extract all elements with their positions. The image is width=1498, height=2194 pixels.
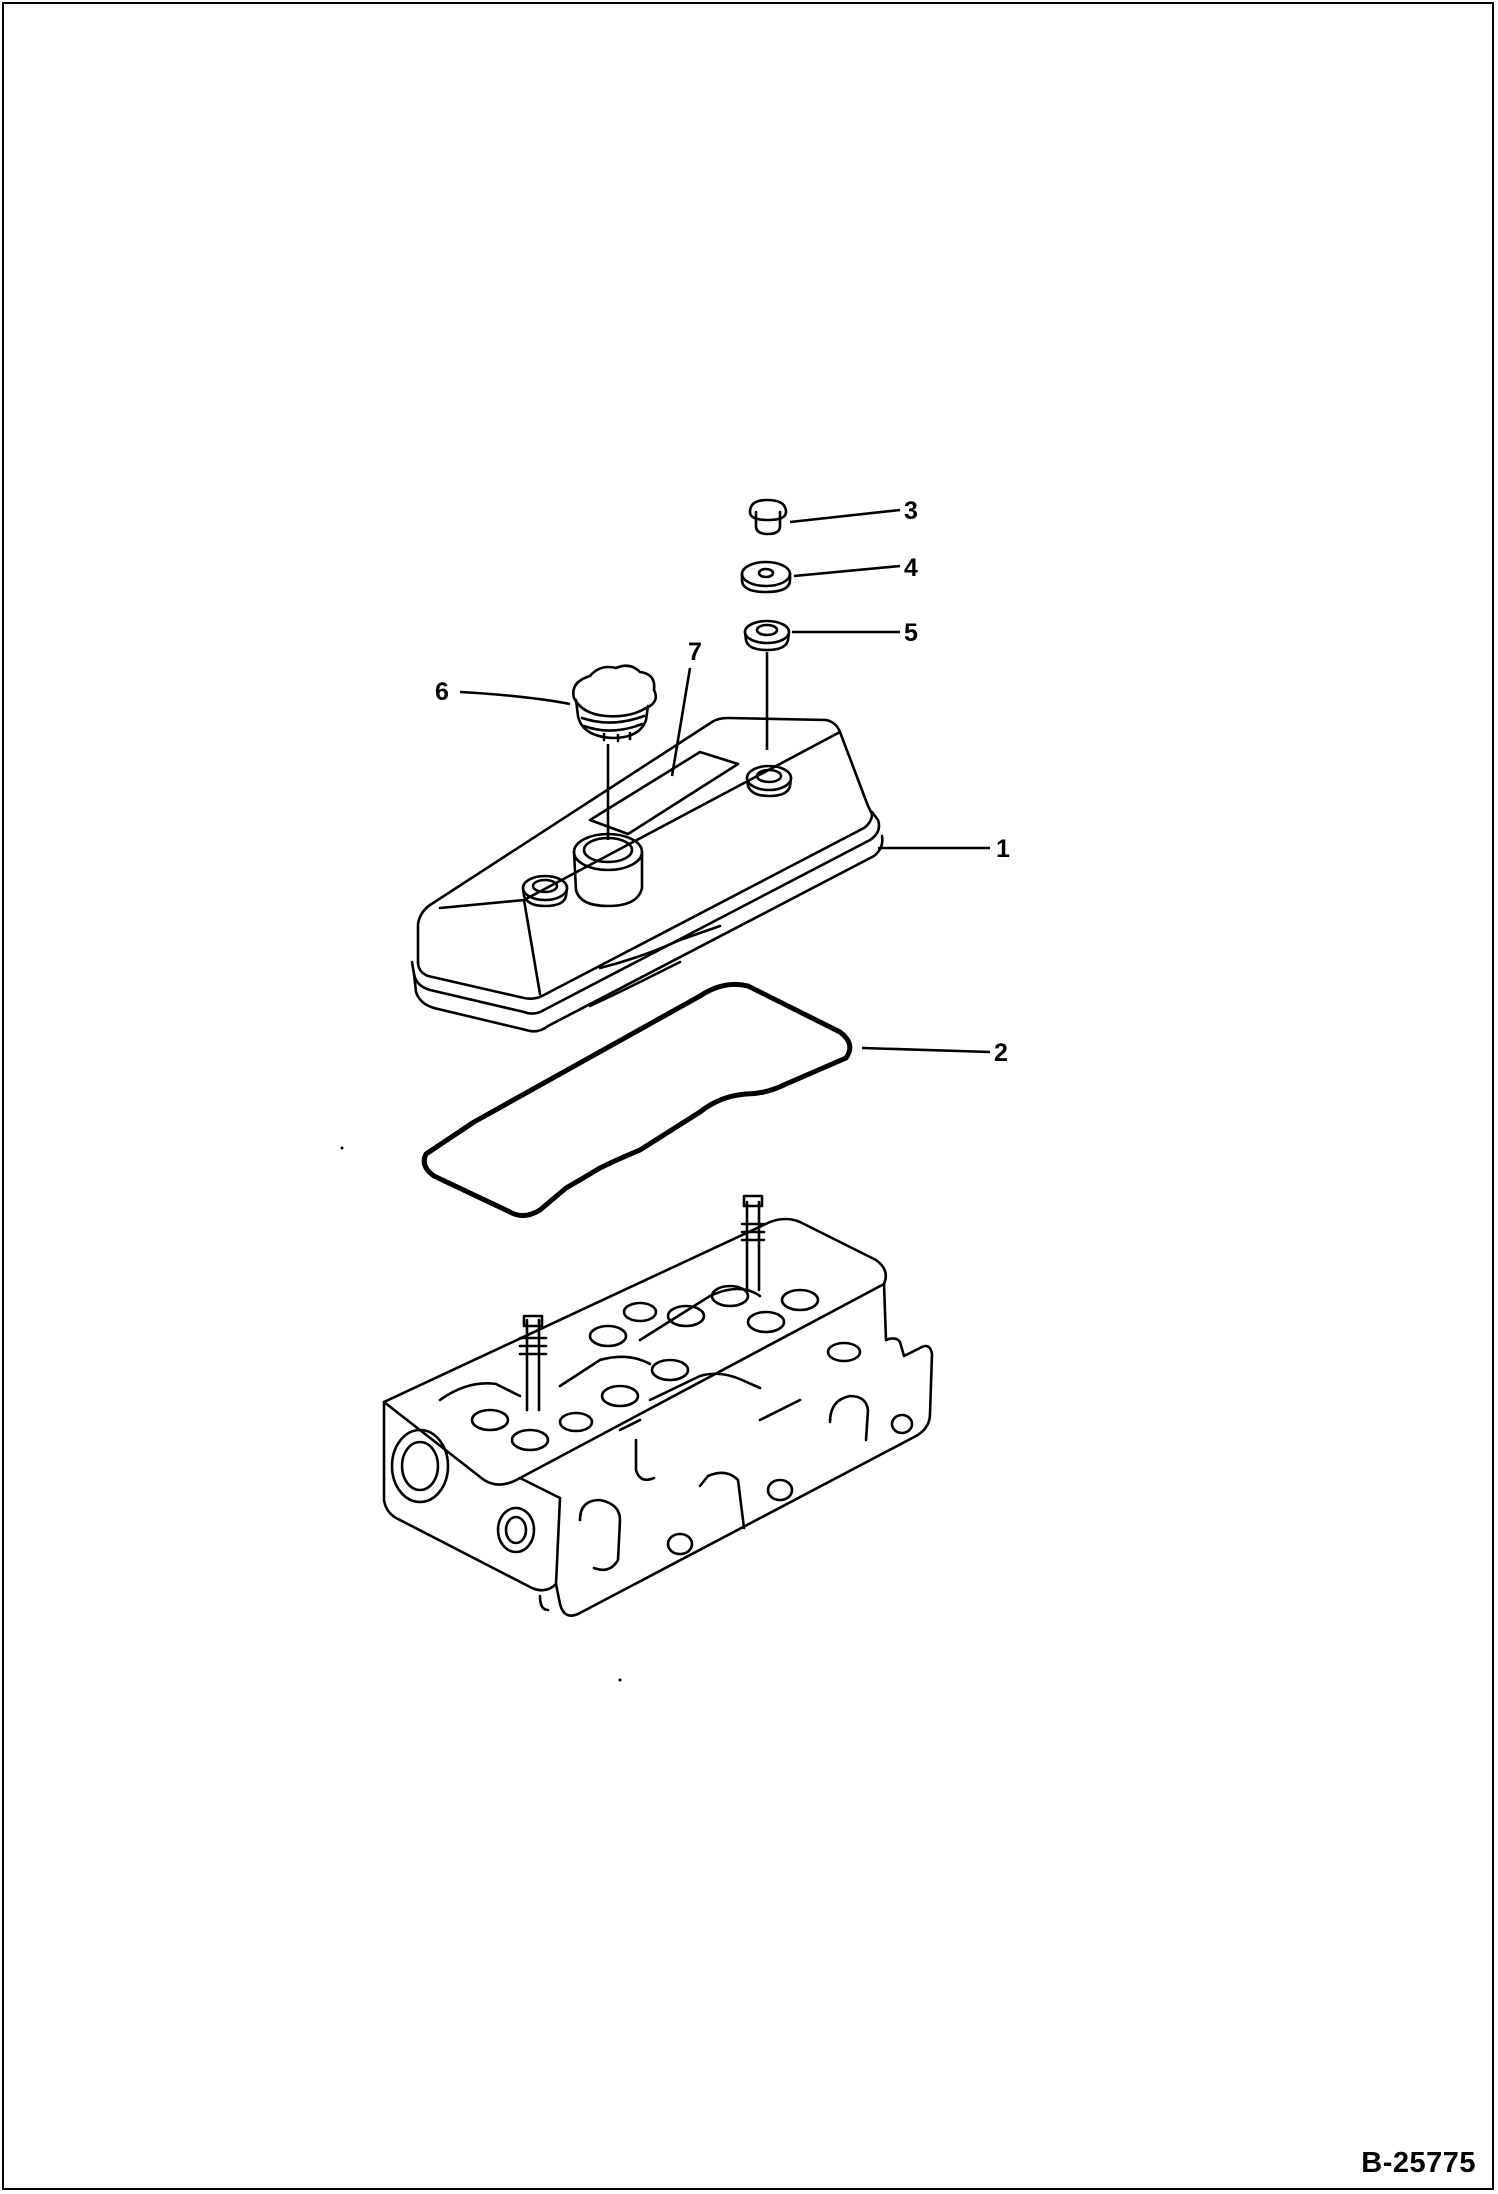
callout-2: 2 (994, 1039, 1008, 1067)
bolt-icon (748, 498, 788, 536)
callout-4: 4 (904, 554, 918, 582)
callout-1: 1 (996, 835, 1010, 863)
callout-6: 6 (435, 678, 449, 706)
leader-line-3 (789, 508, 901, 524)
callout-3: 3 (904, 497, 918, 525)
leader-line-7 (670, 667, 692, 777)
callout-7: 7 (688, 638, 702, 666)
leader-line-4 (793, 564, 901, 578)
cylinder-head-icon (382, 1194, 934, 1617)
leader-lines (459, 508, 991, 1054)
leader-line-2 (861, 1046, 991, 1054)
figure-code: B-25775 (1361, 2147, 1476, 2179)
washer-icon (740, 560, 792, 594)
scan-speck (340, 1146, 344, 1150)
scan-speck (618, 1678, 622, 1682)
seal-icon (743, 619, 791, 652)
callout-5: 5 (904, 619, 918, 647)
oil-filler-cap-icon (572, 664, 658, 743)
gasket-icon (421, 981, 853, 1218)
cylinder-head-cover-icon (410, 716, 884, 1033)
leader-line-6 (459, 690, 571, 706)
